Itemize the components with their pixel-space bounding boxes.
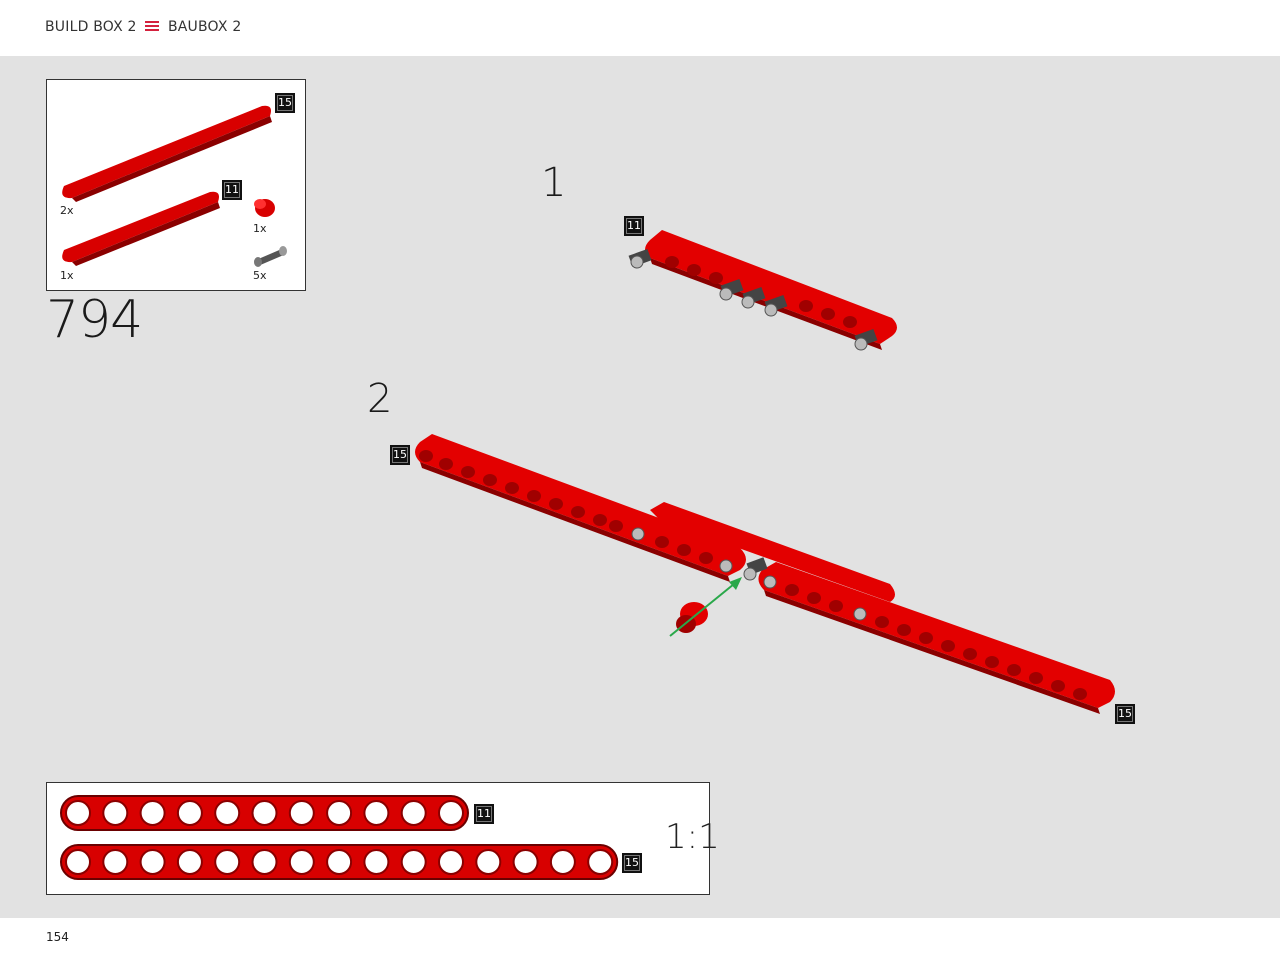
substep-2-badge-left: 15 bbox=[390, 445, 410, 465]
scale-hole bbox=[363, 849, 390, 875]
scale-hole bbox=[139, 800, 166, 826]
scale-hole bbox=[176, 800, 203, 826]
header-title: BUILD BOX 2 BAUBOX 2 bbox=[45, 19, 241, 35]
part-qty: 1x bbox=[253, 222, 267, 235]
arrow-icon bbox=[669, 577, 742, 637]
scale-hole bbox=[214, 800, 241, 826]
scale-hole bbox=[326, 800, 353, 826]
scale-hole bbox=[214, 849, 241, 875]
scale-hole bbox=[102, 849, 129, 875]
pin-icon bbox=[628, 248, 652, 269]
scale-hole bbox=[65, 849, 91, 875]
part-qty: 1x bbox=[60, 269, 74, 282]
substep-1-badge: 11 bbox=[624, 216, 644, 236]
page-header: BUILD BOX 2 BAUBOX 2 bbox=[0, 0, 1280, 56]
part-qty: 2x bbox=[60, 204, 74, 217]
pin-icon bbox=[719, 278, 788, 317]
header-right-label: BAUBOX 2 bbox=[167, 19, 242, 35]
scale-hole bbox=[139, 849, 166, 875]
page-footer: 154 bbox=[0, 918, 1280, 974]
scale-hole bbox=[288, 849, 315, 875]
beam-11-icon bbox=[62, 191, 220, 266]
scale-hole bbox=[400, 800, 427, 826]
pin-icon bbox=[854, 328, 878, 351]
scale-hole bbox=[400, 849, 427, 875]
scale-hole bbox=[102, 800, 129, 826]
part-badge-15: 15 bbox=[275, 93, 295, 113]
scale-hole bbox=[475, 849, 502, 875]
bush-icon bbox=[254, 199, 275, 217]
header-left-label: BUILD BOX 2 bbox=[45, 19, 137, 35]
part-badge-11: 11 bbox=[222, 180, 242, 200]
scale-hole bbox=[176, 849, 203, 875]
substep-1-label: 1 bbox=[541, 160, 567, 206]
pin-icon bbox=[743, 557, 768, 581]
scale-hole bbox=[251, 849, 278, 875]
pin-icon bbox=[254, 246, 287, 267]
scale-hole bbox=[251, 800, 278, 826]
scale-hole bbox=[512, 849, 539, 875]
scale-hole bbox=[288, 800, 315, 826]
scale-label: 1:1 bbox=[665, 817, 720, 857]
scale-hole bbox=[326, 849, 353, 875]
substep-2-badge-right: 15 bbox=[1115, 704, 1135, 724]
substep-2-label: 2 bbox=[367, 376, 393, 422]
scale-badge-11: 11 bbox=[474, 804, 494, 824]
scale-hole bbox=[438, 849, 464, 875]
step-number: 794 bbox=[46, 290, 143, 350]
scale-hole bbox=[363, 800, 390, 826]
beam-15-icon bbox=[62, 105, 272, 202]
scale-hole bbox=[587, 849, 614, 875]
scale-hole bbox=[549, 849, 576, 875]
scale-badge-15: 15 bbox=[622, 853, 642, 873]
part-qty: 5x bbox=[253, 269, 267, 282]
scale-hole bbox=[438, 800, 464, 826]
page-number: 154 bbox=[46, 930, 69, 944]
scale-hole bbox=[65, 800, 91, 826]
separator-icon bbox=[145, 19, 160, 35]
